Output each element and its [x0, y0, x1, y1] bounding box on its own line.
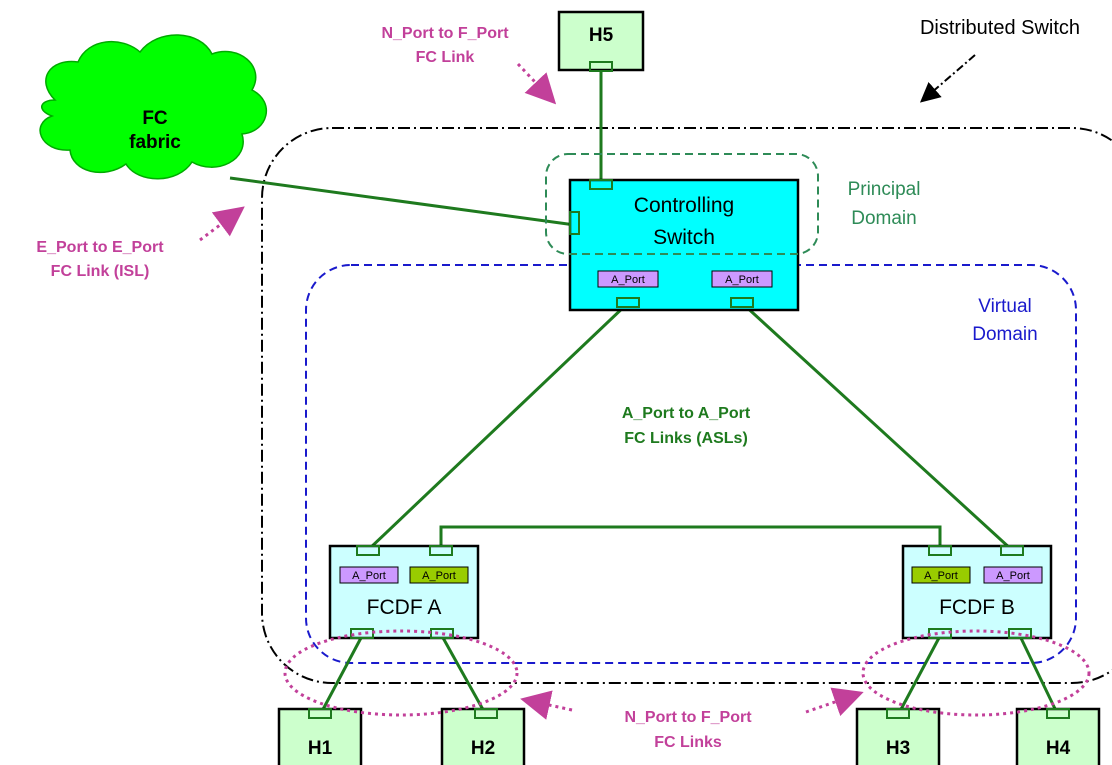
- arrow-n-to-f-left: [520, 690, 573, 720]
- host-h3-label: H3: [886, 738, 910, 759]
- controlling-switch-port-left-label: A_Port: [611, 274, 645, 286]
- asl-link-fcdf: [439, 525, 942, 550]
- fc-links: [229, 68, 1060, 716]
- fcdf-b-port-right-label: A_Port: [996, 570, 1030, 582]
- host-h5[interactable]: [557, 10, 645, 72]
- n-to-f-top-label-2: FC Link: [416, 49, 475, 66]
- arrow-n-to-f-top: [516, 62, 557, 105]
- principal-domain-label-1: Principal: [848, 179, 921, 200]
- fcdf-b-port-right: [983, 566, 1043, 584]
- fc-fabric-label-1: FC: [142, 108, 168, 129]
- host-h2-label: H2: [471, 738, 495, 759]
- a-to-a-label-1: A_Port to A_Port: [622, 405, 751, 422]
- h3-link: [896, 635, 942, 716]
- n-to-f-top-label-1: N_Port to F_Port: [381, 25, 509, 42]
- fcdf-b-label: FCDF B: [939, 596, 1015, 619]
- e-to-e-label-1: E_Port to E_Port: [36, 239, 164, 256]
- arrow-n-to-f-right: [805, 687, 864, 717]
- controlling-switch[interactable]: [568, 178, 800, 312]
- host-h4-label: H4: [1046, 738, 1071, 759]
- h2-link: [440, 635, 488, 716]
- fc-fabric-label-2: fabric: [129, 132, 181, 153]
- fcdf-a-port-right: [409, 566, 469, 584]
- a-to-a-label-2: FC Links (ASLs): [624, 430, 748, 447]
- e-to-e-label-2: FC Link (ISL): [51, 263, 150, 280]
- fcdf-b[interactable]: [901, 544, 1053, 640]
- fcdf-a[interactable]: [328, 544, 480, 640]
- fcdf-a-port-left: [339, 566, 399, 584]
- h4-link: [1018, 635, 1060, 716]
- fcdf-b-port-left: [911, 566, 971, 584]
- host-h1-label: H1: [308, 738, 333, 759]
- principal-domain-boundary: [545, 153, 819, 255]
- n-to-f-bottom-label-1: N_Port to F_Port: [624, 709, 752, 726]
- virtual-domain-label-2: Domain: [972, 324, 1037, 345]
- distributed-switch-label: Distributed Switch: [920, 17, 1080, 39]
- fcdf-a-port-right-label: A_Port: [422, 570, 456, 582]
- virtual-domain-label-1: Virtual: [978, 296, 1032, 317]
- controlling-switch-port-right: [711, 270, 773, 288]
- controlling-switch-label-1: Controlling: [634, 194, 734, 217]
- controlling-switch-label-2: Switch: [653, 226, 715, 249]
- distributed-switch-boundary: [261, 127, 1112, 684]
- h1-link: [318, 635, 364, 716]
- principal-domain-label-2: Domain: [851, 208, 916, 229]
- fcdf-a-port-left-label: A_Port: [352, 570, 386, 582]
- n-to-f-bottom-label-2: FC Links: [654, 734, 722, 751]
- fcdf-b-port-left-label: A_Port: [924, 570, 958, 582]
- controlling-switch-port-right-label: A_Port: [725, 274, 759, 286]
- controlling-switch-port-left: [597, 270, 659, 288]
- asl-link-right: [740, 301, 1014, 552]
- arrow-e-to-e: [199, 206, 245, 242]
- isl-link: [229, 176, 576, 227]
- arrow-distributed-switch: [919, 54, 976, 103]
- fc-fabric-cloud: [39, 34, 268, 180]
- host-h5-label: H5: [589, 25, 614, 46]
- asl-link-left: [366, 301, 630, 552]
- n-to-f-ellipse-right: [861, 629, 1091, 717]
- n-to-f-ellipse-left: [283, 629, 519, 717]
- fcdf-a-label: FCDF A: [367, 596, 442, 619]
